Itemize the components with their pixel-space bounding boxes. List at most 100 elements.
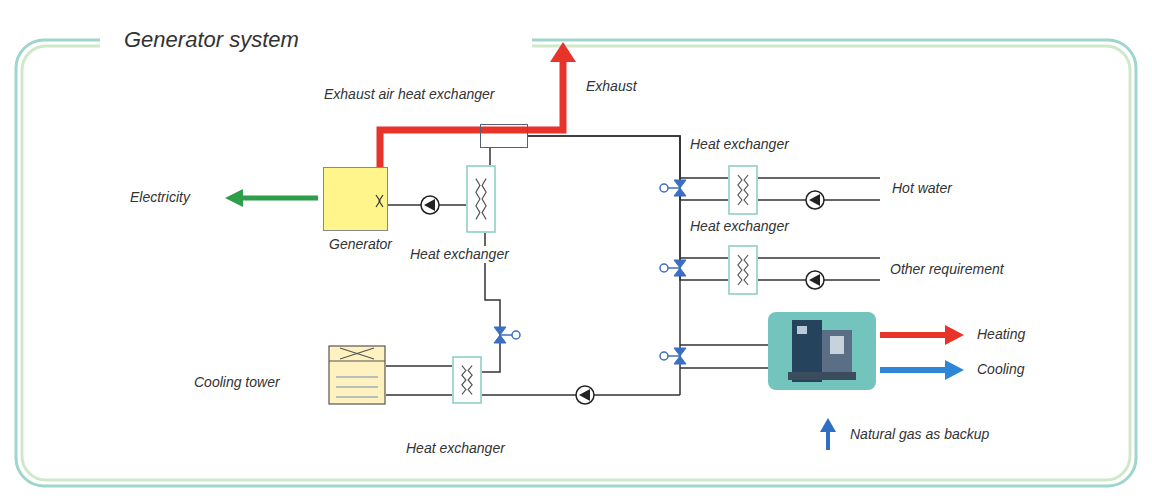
valve-handle — [512, 331, 520, 339]
node-shape — [728, 165, 758, 215]
pump-arrow — [809, 274, 820, 286]
node-shape — [452, 356, 482, 404]
exchanger-coil — [738, 255, 742, 285]
exchanger-coil — [738, 175, 742, 205]
electricity-arrow — [240, 196, 318, 201]
electricity-arrowhead — [225, 189, 243, 207]
tower-water — [336, 387, 378, 388]
node-shape — [480, 124, 528, 148]
valve-stem — [668, 187, 680, 189]
flow-label: Electricity — [128, 189, 192, 206]
heating-arrowhead — [945, 325, 964, 345]
node-label: Heat exchanger — [408, 246, 511, 263]
shape-outline — [466, 165, 496, 233]
node-label: Exhaust air heat exchanger — [322, 86, 496, 103]
node-label: Heat exchanger — [404, 440, 507, 457]
chiller-panel — [768, 312, 876, 390]
pump-arrow — [424, 199, 435, 211]
valve-handle — [660, 184, 668, 192]
pump-symbol — [421, 196, 439, 214]
pump-body — [806, 191, 824, 209]
output-label: Heating — [975, 326, 1027, 343]
valve-symbol — [494, 327, 520, 343]
chiller-detail — [830, 336, 844, 354]
exchanger-coil — [468, 366, 472, 395]
exchanger-coil — [744, 175, 748, 205]
node-shape — [323, 167, 388, 231]
heat-exchanger: Heat exchanger — [408, 165, 511, 263]
tower-outline — [329, 346, 385, 404]
valve-handle — [660, 264, 668, 272]
pipe — [680, 258, 880, 280]
generator-coil — [379, 195, 383, 207]
exchanger-outline — [729, 166, 757, 214]
valve-stem — [500, 334, 512, 336]
generator-outline — [324, 168, 388, 231]
tower-fan — [340, 348, 374, 359]
chiller-body — [822, 330, 852, 378]
tower-deck — [329, 361, 385, 362]
frame-outer — [16, 40, 1136, 486]
chiller-base — [788, 372, 856, 380]
shape-outline — [728, 165, 758, 215]
node-label: Heat exchanger — [688, 218, 791, 235]
pump-arrow — [809, 194, 820, 206]
shape-outline — [452, 356, 482, 404]
exchanger-coil — [482, 179, 486, 220]
shape-outline — [328, 345, 386, 405]
pipe — [680, 178, 880, 200]
cooling-tower: Cooling tower — [192, 345, 386, 405]
shape-outline — [323, 167, 388, 231]
node-shape — [328, 345, 386, 405]
valve-stem — [668, 355, 680, 357]
node-shape — [466, 165, 496, 233]
pipe — [386, 394, 680, 396]
valve-stem — [668, 267, 680, 269]
exchanger-coil — [744, 255, 748, 285]
shape-outline — [728, 245, 758, 295]
output-label: Cooling — [975, 361, 1026, 378]
heat-exchanger: Heat exchanger — [404, 356, 507, 457]
valve-symbol — [660, 180, 686, 196]
cooling-arrow — [880, 367, 946, 373]
exchanger-outline — [453, 357, 481, 403]
exchanger-outline — [729, 246, 757, 294]
tower-water — [336, 377, 378, 378]
pump-body — [421, 196, 439, 214]
exchanger-coil — [462, 366, 466, 395]
heating-arrow — [880, 332, 946, 338]
exchanger-coil — [476, 179, 480, 220]
node-label: Generator — [327, 236, 394, 253]
note-label: Natural gas as backup — [848, 426, 991, 443]
pump-body — [806, 271, 824, 289]
pump-symbol — [806, 271, 824, 289]
valve-symbol — [660, 348, 686, 364]
gas-arrowhead — [820, 418, 836, 432]
cooling-arrowhead — [945, 360, 964, 380]
generator-box: Generator — [323, 167, 394, 253]
pipe-connector — [489, 148, 491, 165]
heat-exchanger: Exhaust air heat exchanger — [322, 86, 528, 148]
pump-symbol — [806, 191, 824, 209]
heat-exchanger: Heat exchanger — [688, 136, 791, 215]
output-label: Hot water — [890, 180, 954, 197]
gas-arrow — [826, 430, 830, 450]
pump-arrow — [579, 389, 590, 401]
node-label: Cooling tower — [192, 374, 282, 391]
pump-symbol — [576, 386, 594, 404]
node-shape — [728, 245, 758, 295]
heat-exchanger: Heat exchanger — [688, 218, 791, 295]
pipe — [680, 345, 768, 368]
exchanger-outline — [467, 166, 495, 232]
tower-water — [336, 397, 378, 398]
output-label: Other requirement — [888, 261, 1006, 278]
chiller-detail — [797, 326, 807, 334]
frame-inner — [22, 46, 1130, 480]
pipe-connector — [528, 136, 728, 280]
exhaust-arrowhead — [550, 42, 576, 62]
exhaust-flow — [380, 60, 563, 167]
pump-body — [576, 386, 594, 404]
